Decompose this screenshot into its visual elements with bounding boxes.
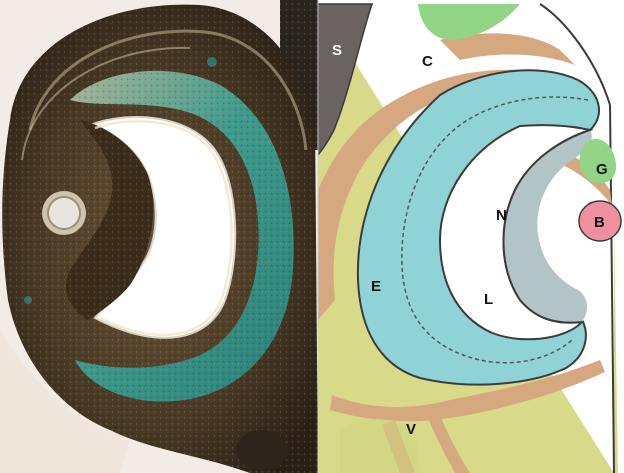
schematic-panel xyxy=(318,0,624,473)
label-v: V xyxy=(406,421,416,438)
label-l: L xyxy=(484,291,493,308)
label-b: B xyxy=(594,214,605,231)
label-g: G xyxy=(596,161,608,178)
label-e: E xyxy=(371,278,381,295)
label-s: S xyxy=(332,42,342,59)
label-n: N xyxy=(496,207,507,224)
micrograph-panel xyxy=(0,0,320,473)
label-c: C xyxy=(422,53,433,70)
